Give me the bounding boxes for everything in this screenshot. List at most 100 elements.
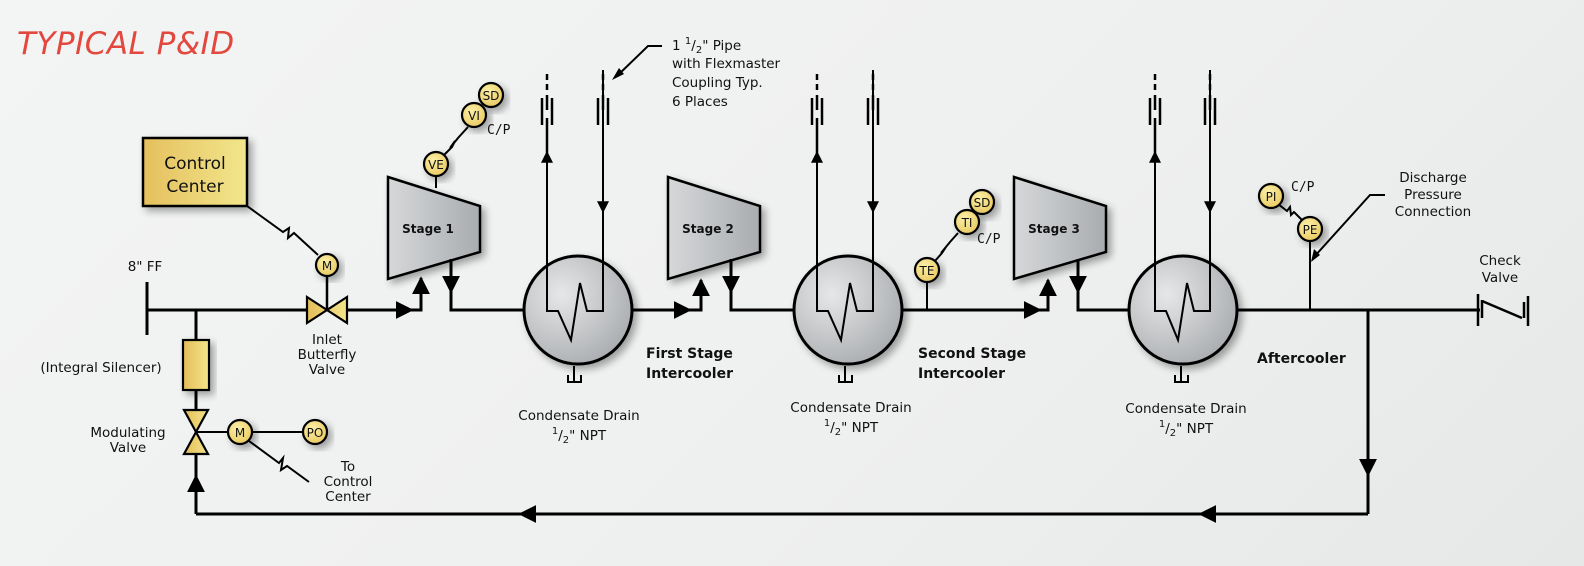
sd-bubble-2 xyxy=(968,188,996,216)
check-valve-label-2: Valve xyxy=(1482,270,1519,286)
drain-3-suffix: " NPT xyxy=(1176,421,1214,437)
stage-2-label: Stage 2 xyxy=(682,222,734,236)
signal-line-inlet-motor xyxy=(246,205,319,256)
flex-coupling-3a xyxy=(1148,74,1162,155)
sd-bubble-1 xyxy=(477,81,505,109)
cooler-2-label-2: Intercooler xyxy=(918,366,1005,382)
drain-3-num: 1 xyxy=(1159,419,1165,430)
pipe-note-num: 1 xyxy=(685,36,691,47)
sd-label-1: SD xyxy=(483,89,500,103)
stage3-discharge-pipe xyxy=(1076,259,1132,312)
drain-1 xyxy=(567,366,582,383)
pipe-note-prefix: 1 xyxy=(672,38,685,54)
sd-label-2: SD xyxy=(974,196,991,210)
pipe-note-arrowhead xyxy=(612,68,624,80)
modulating-valve-label-1: Modulating xyxy=(90,425,165,441)
pipe-note-den: 2 xyxy=(696,45,702,56)
pipe-note-line3: Coupling Typ. xyxy=(672,75,763,91)
vi-label: VI xyxy=(468,109,480,123)
flex-coupling-1a xyxy=(540,74,554,155)
to-control-label-3: Center xyxy=(325,489,371,505)
cooler-1-label-1: First Stage xyxy=(646,346,733,362)
te-label: TE xyxy=(919,264,935,278)
to-control-label-1: To xyxy=(340,459,355,475)
vi-bubble xyxy=(460,101,488,129)
discharge-note-leader xyxy=(1313,194,1385,258)
inlet-size-label: 8" FF xyxy=(128,259,163,275)
drain-1-den: 2 xyxy=(563,435,569,446)
drain-2-label: Condensate Drain xyxy=(790,400,911,416)
stage-1-compressor[interactable] xyxy=(386,175,482,281)
stage1-discharge-pipe xyxy=(449,259,524,312)
control-center-label-2: Center xyxy=(166,177,223,197)
aftercooler[interactable] xyxy=(1127,70,1239,366)
page-title: TYPICAL P&ID xyxy=(17,26,235,62)
pipe-note-leader xyxy=(616,45,662,77)
ve-label: VE xyxy=(428,158,444,172)
ti-bubble xyxy=(953,208,981,236)
inlet-valve-label-2: Butterfly xyxy=(298,347,357,363)
pe-label: PE xyxy=(1303,223,1318,237)
ve-bubble xyxy=(422,150,450,178)
pipe-note-line2: with Flexmaster xyxy=(672,56,781,72)
pi-bubble xyxy=(1257,182,1285,210)
discharge-note-3: Connection xyxy=(1395,204,1471,220)
drain-1-num: 1 xyxy=(552,426,558,437)
drain-2-size: 1/2" NPT xyxy=(824,418,879,438)
cp-label-3: C/P xyxy=(1291,180,1315,195)
drain-1-label: Condensate Drain xyxy=(518,408,639,424)
inlet-motor-label: M xyxy=(322,259,332,273)
pe-bubble xyxy=(1296,215,1324,243)
silencer-label: (Integral Silencer) xyxy=(40,360,161,376)
drain-1-suffix: " NPT xyxy=(569,428,607,444)
second-stage-intercooler[interactable] xyxy=(792,70,904,366)
stage-3-compressor[interactable] xyxy=(1012,175,1108,281)
drain-2-suffix: " NPT xyxy=(841,420,879,436)
check-valve[interactable] xyxy=(1476,294,1530,326)
stage3-inlet-pipe xyxy=(1038,278,1057,312)
to-control-label-2: Control xyxy=(324,474,373,490)
cooler-1-label-2: Intercooler xyxy=(646,366,733,382)
pipe-note-line1: 1 1/2" Pipe xyxy=(672,36,741,56)
modulating-valve-label-2: Valve xyxy=(110,440,147,456)
drain-3-den: 2 xyxy=(1170,428,1176,439)
drain-2-den: 2 xyxy=(835,427,841,438)
flex-coupling-2b xyxy=(866,74,880,125)
po-bubble xyxy=(301,418,329,446)
stage-2-compressor[interactable] xyxy=(666,175,762,281)
first-stage-intercooler[interactable] xyxy=(522,70,634,366)
flex-coupling-2a xyxy=(810,74,824,155)
discharge-note-1: Discharge xyxy=(1399,170,1467,186)
inlet-butterfly-valve[interactable]: M xyxy=(305,252,349,326)
drain-3-label: Condensate Drain xyxy=(1125,401,1246,417)
discharge-note-2: Pressure xyxy=(1404,187,1462,203)
inlet-valve-label-1: Inlet xyxy=(312,332,342,348)
stage2-inlet-pipe xyxy=(690,278,710,312)
te-bubble xyxy=(913,256,941,284)
drain-2 xyxy=(838,366,853,383)
pi-pe-signal xyxy=(1277,203,1303,221)
inlet-motor-bubble xyxy=(314,252,340,278)
te-ti-signal xyxy=(934,232,959,262)
drain-3 xyxy=(1174,366,1189,383)
ve-vi-signal xyxy=(443,126,469,156)
stage-3-label: Stage 3 xyxy=(1028,222,1080,236)
po-label: PO xyxy=(307,426,324,440)
check-valve-label-1: Check xyxy=(1479,253,1521,269)
cp-label-2: C/P xyxy=(977,232,1001,247)
stage2-discharge-pipe xyxy=(729,259,794,312)
drain-2-num: 1 xyxy=(824,418,830,429)
integral-silencer xyxy=(181,338,211,392)
control-center-label-1: Control xyxy=(164,154,225,174)
cooler-2-label-1: Second Stage xyxy=(918,346,1026,362)
discharge-note-arrowhead xyxy=(1311,249,1320,262)
pipe-note-suffix: " Pipe xyxy=(702,38,741,54)
pi-label: PI xyxy=(1266,190,1277,204)
drain-3-size: 1/2" NPT xyxy=(1159,419,1214,439)
inlet-valve-label-3: Valve xyxy=(309,362,346,378)
signal-line-to-control xyxy=(248,440,310,483)
flex-coupling-3b xyxy=(1203,74,1217,125)
control-center: Control Center xyxy=(141,136,249,208)
flex-coupling-1b xyxy=(596,74,610,125)
